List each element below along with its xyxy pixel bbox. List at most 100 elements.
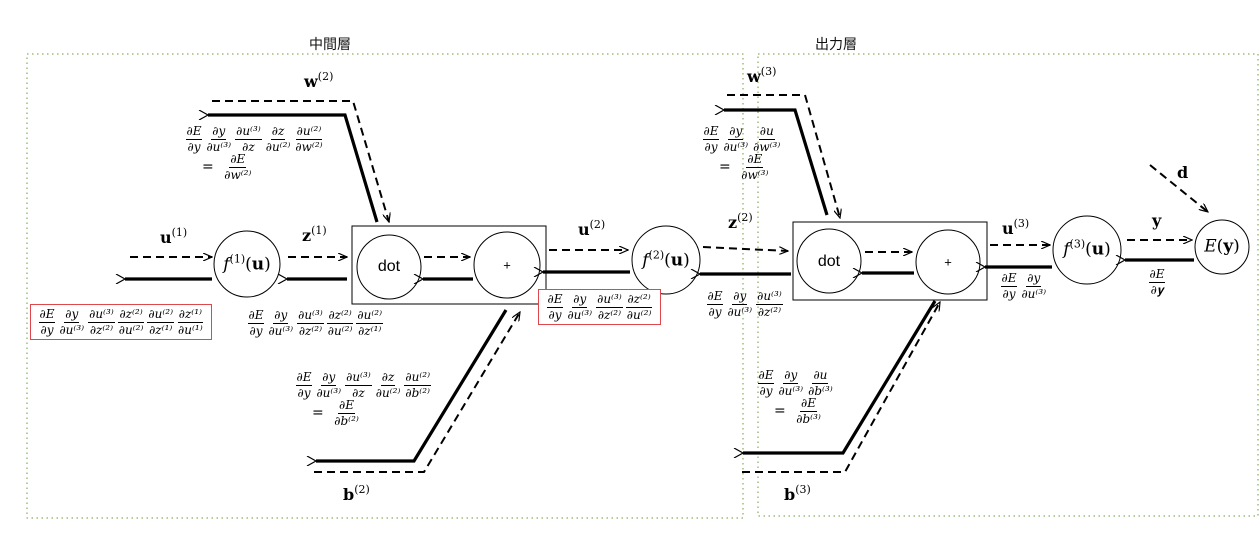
fraction-denominator: ∂u⁽³⁾ (268, 323, 294, 338)
fraction-numerator: ∂y (211, 124, 227, 140)
partial-derivative: ∂y∂u⁽³⁾ (722, 125, 749, 153)
partial-derivative: ∂y∂u⁽³⁾ (205, 125, 232, 153)
partial-derivative: ∂y∂u⁽³⁾ (315, 371, 342, 399)
gradient-z1-formula: ∂E∂y∂y∂u⁽³⁾∂u⁽³⁾∂z⁽²⁾∂z⁽²⁾∂u⁽²⁾∂u⁽²⁾∂z⁽¹… (246, 309, 385, 337)
formula-product: ∂E∂y∂y∂u⁽³⁾∂u⁽³⁾∂z⁽²⁾ (705, 290, 784, 318)
partial-derivative: ∂E∂y (706, 289, 724, 318)
fraction-numerator: ∂E (746, 152, 764, 168)
fraction-numerator: ∂y (321, 370, 337, 386)
fraction-denominator: ∂y (759, 383, 773, 398)
fraction-numerator: ∂E (702, 124, 720, 140)
fraction-denominator: ∂z⁽²⁾ (757, 304, 782, 319)
gradient-b2-formula: ∂E∂y∂y∂u⁽³⁾∂u⁽³⁾∂z∂z∂u⁽²⁾∂u⁽²⁾∂b⁽²⁾=∂E∂b… (294, 371, 433, 427)
formula-equals: = ∂E∂w⁽³⁾ (715, 153, 771, 181)
partial-derivative: ∂u∂w⁽³⁾ (752, 125, 781, 153)
fraction-denominator: ∂y (1002, 286, 1016, 301)
fraction-denominator: ∂z⁽²⁾ (89, 322, 114, 337)
partial-derivative: ∂u⁽²⁾∂z⁽¹⁾ (147, 307, 175, 336)
formula-product: ∂E∂𝐲 (1147, 268, 1167, 296)
equals-sign: = (719, 159, 731, 176)
fraction-denominator: ∂u⁽³⁾ (316, 385, 342, 400)
formula-product: ∂E∂y∂y∂u⁽³⁾∂u⁽³⁾∂z∂z∂u⁽²⁾∂u⁽²⁾∂w⁽²⁾ (184, 125, 325, 153)
output-affine-box (792, 221, 988, 301)
fraction-numerator: ∂E (295, 370, 313, 386)
partial-derivative: ∂z⁽²⁾∂u⁽²⁾ (118, 308, 145, 336)
equals-sign: = (774, 403, 786, 420)
fraction-numerator: ∂u (812, 368, 829, 384)
equals-sign: = (202, 159, 214, 176)
fraction-denominator: ∂b⁽²⁾ (405, 385, 430, 400)
label-d: d (1177, 163, 1189, 182)
partial-derivative: ∂E∂y (1000, 272, 1018, 301)
fraction-numerator: ∂z⁽²⁾ (327, 308, 353, 324)
partial-derivative: ∂E∂y (546, 293, 564, 321)
fraction-numerator: ∂u⁽³⁾ (88, 307, 115, 323)
formula-equals: =∂E∂w⁽²⁾ (198, 153, 254, 181)
fraction-numerator: ∂u⁽³⁾ (345, 370, 372, 386)
node-f3-label: f(3)(u) (1063, 237, 1111, 260)
fraction-denominator: ∂u⁽²⁾ (375, 385, 401, 400)
fraction-denominator: ∂u⁽³⁾ (723, 139, 749, 154)
label-z1: z(1) (302, 224, 327, 245)
forward-arrow-z2 (702, 246, 788, 251)
fraction-numerator: ∂y (273, 308, 289, 324)
fraction-numerator: ∂E (800, 396, 818, 412)
fraction-numerator: ∂y (64, 307, 80, 323)
label-b3: b(3) (784, 483, 811, 504)
fraction-numerator: ∂E (338, 398, 356, 414)
fraction-numerator: ∂u⁽²⁾ (356, 308, 384, 324)
partial-derivative: ∂u⁽²⁾∂w⁽²⁾ (294, 125, 323, 153)
partial-derivative: ∂u⁽³⁾∂z⁽²⁾ (297, 309, 324, 337)
partial-derivative: ∂z⁽²⁾∂u⁽²⁾ (626, 293, 653, 321)
partial-derivative: ∂u⁽³⁾∂z⁽²⁾ (756, 290, 783, 318)
fraction-numerator: ∂u⁽²⁾ (295, 124, 323, 140)
fraction-denominator: ∂u⁽³⁾ (206, 139, 232, 154)
fraction-denominator: ∂y (40, 322, 54, 337)
fraction-denominator: ∂z (242, 139, 255, 154)
partial-derivative: ∂y∂u⁽³⁾ (566, 293, 593, 321)
fraction-denominator: ∂u⁽²⁾ (626, 307, 652, 322)
partial-derivative: ∂E∂y (295, 370, 313, 399)
gradient-result: ∂E∂b⁽²⁾ (333, 399, 360, 427)
fraction-numerator: ∂z⁽²⁾ (118, 307, 144, 323)
partial-derivative: ∂u⁽²⁾∂b⁽²⁾ (404, 371, 432, 400)
fraction-denominator: ∂w⁽³⁾ (753, 139, 781, 154)
fraction-numerator: ∂E (1148, 267, 1166, 283)
partial-derivative: ∂u⁽³⁾∂z (235, 125, 262, 153)
fraction-denominator: ∂y (187, 139, 201, 154)
label-u3: u(3) (1002, 217, 1030, 238)
fraction-denominator: ∂z (352, 385, 365, 400)
node-f1-label: f(1)(u) (223, 252, 271, 275)
label-z2: z(2) (728, 211, 753, 232)
fraction-denominator: ∂𝐲 (1150, 282, 1164, 297)
label-w2: w(2) (304, 70, 334, 91)
partial-derivative: ∂y∂u⁽³⁾ (1020, 272, 1047, 300)
hidden-affine-box (351, 225, 547, 305)
fraction-numerator: ∂E (185, 124, 203, 140)
gradient-result: ∂E∂w⁽³⁾ (740, 153, 769, 181)
formula-product: ∂E∂y∂y∂u⁽³⁾∂u⁽³⁾∂z⁽²⁾∂z⁽²⁾∂u⁽²⁾ (545, 293, 654, 321)
backward-arrow-b2 (316, 309, 508, 461)
fraction-denominator: ∂b⁽³⁾ (808, 383, 833, 398)
fraction-numerator: ∂u⁽²⁾ (147, 307, 175, 323)
forward-arrow-w2 (212, 100, 389, 222)
label-b2: b(2) (343, 483, 370, 504)
fraction-numerator: ∂u⁽³⁾ (235, 124, 262, 140)
fraction-numerator: ∂E (706, 289, 724, 305)
node-f2 (631, 225, 701, 295)
fraction-numerator: ∂E (757, 368, 775, 384)
node-plus1 (473, 231, 541, 299)
fraction-numerator: ∂u (758, 124, 775, 140)
fraction-numerator: ∂y (732, 289, 748, 305)
output-layer-box (757, 53, 1259, 517)
node-dot2-label: dot (817, 253, 841, 270)
node-plus1-label: + (503, 257, 511, 273)
partial-derivative: ∂E∂y (757, 368, 775, 398)
node-E-label: E(y) (1204, 236, 1240, 257)
gradient-u2-formula: ∂E∂y∂y∂u⁽³⁾∂u⁽³⁾∂z⁽²⁾∂z⁽²⁾∂u⁽²⁾ (538, 289, 661, 326)
fraction-denominator: ∂u⁽³⁾ (59, 322, 85, 337)
partial-derivative: ∂u⁽³⁾∂z (345, 371, 372, 399)
partial-derivative: ∂u⁽³⁾∂z⁽²⁾ (88, 308, 115, 336)
partial-derivative: ∂E∂𝐲 (1148, 267, 1166, 297)
